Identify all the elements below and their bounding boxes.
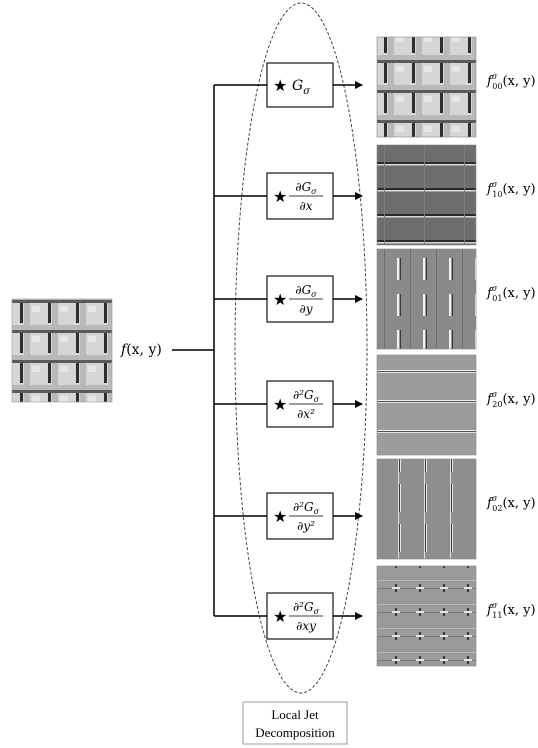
output-image-01: [376, 248, 477, 350]
input-label: f(x, y): [120, 342, 162, 358]
output-image-00: [376, 36, 477, 138]
filter-label: Gσ: [292, 78, 311, 97]
filter-box: [266, 62, 334, 108]
filter-denominator: ∂y²: [297, 519, 315, 533]
local-jet-ellipse: [234, 2, 368, 694]
convolution-star-icon: ★: [273, 187, 287, 206]
caption-line2: Decomposition: [255, 725, 335, 740]
caption-line1: Local Jet: [271, 707, 319, 722]
filter-denominator: ∂y: [300, 302, 313, 316]
convolution-star-icon: ★: [273, 290, 287, 309]
output-image-10: [376, 144, 477, 246]
filter-numerator: ∂²Gσ: [293, 600, 320, 616]
output-image-11: [376, 565, 477, 667]
filter-numerator: ∂Gσ: [295, 180, 317, 196]
input-image: [11, 298, 113, 403]
convolution-star-icon: ★: [273, 607, 287, 626]
convolution-star-icon: ★: [273, 76, 287, 95]
output-image-20: [376, 354, 477, 456]
filter-denominator: ∂x²: [297, 407, 315, 421]
filter-denominator: ∂xy: [296, 619, 316, 633]
filter-denominator: ∂x: [300, 199, 313, 213]
filter-numerator: ∂²Gσ: [293, 388, 320, 404]
convolution-star-icon: ★: [273, 507, 287, 526]
caption-box: Local Jet Decomposition: [242, 701, 348, 745]
filter-numerator: ∂Gσ: [295, 283, 317, 299]
filter-numerator: ∂²Gσ: [293, 500, 320, 516]
output-image-02: [376, 458, 477, 560]
convolution-star-icon: ★: [273, 395, 287, 414]
